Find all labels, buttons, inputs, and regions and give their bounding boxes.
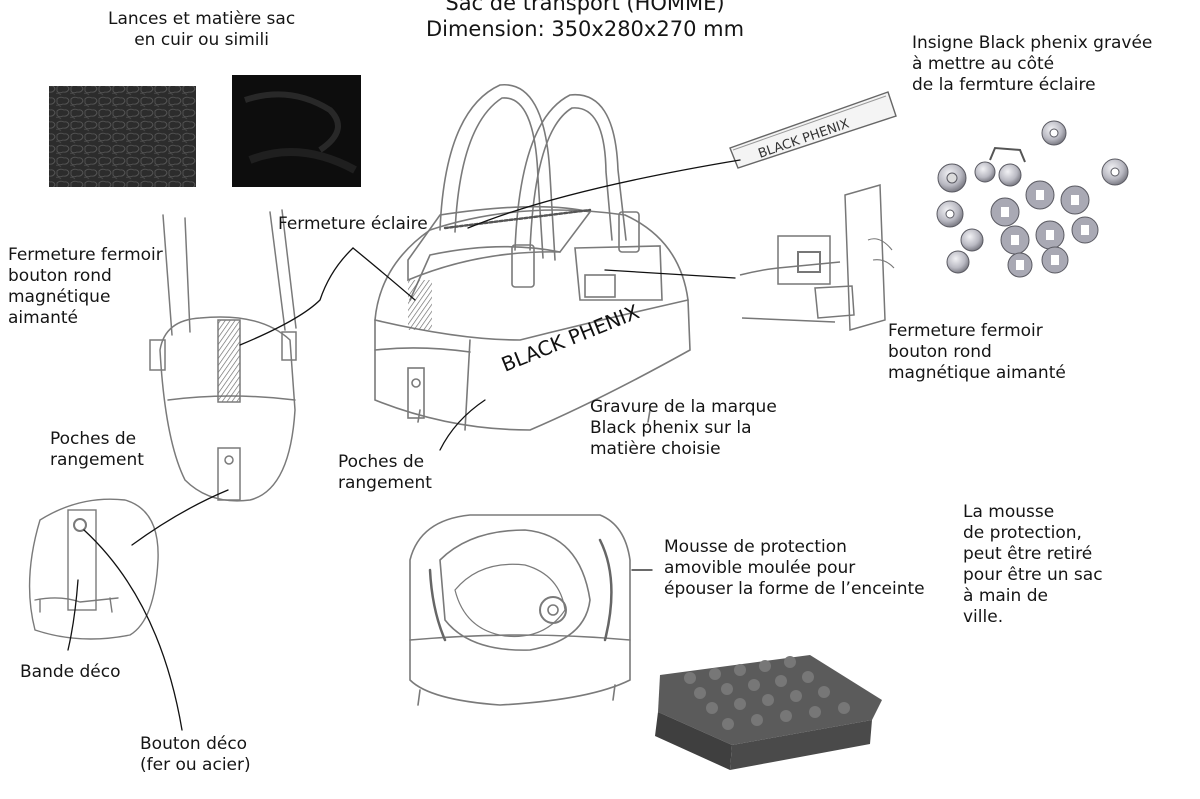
foam-label-line: amovible moulée pour — [664, 558, 856, 578]
engraving-label-line: Black phenix sur la — [590, 418, 752, 438]
deco-button-label-line: Bouton déco — [140, 734, 248, 754]
pockets-left-label-line: Poches de — [50, 429, 137, 449]
clasp-left-label: Fermeture fermoir bouton rond magnétique… — [8, 245, 163, 329]
title-line-2: Dimension: 350x280x270 mm — [425, 17, 745, 41]
pockets-center-label-line: rangement — [338, 473, 432, 493]
foam-insert — [655, 655, 882, 770]
clasp-left-label-line: Fermeture fermoir — [8, 245, 163, 265]
emblem-label-line: à mettre au côté — [912, 54, 1055, 74]
leader-lines — [67, 159, 741, 731]
clasp-closeup-sketch — [739, 184, 895, 331]
magnetic-buttons-photo — [922, 108, 1162, 280]
deco-band-label: Bande déco — [20, 662, 121, 683]
foam-note-line: peut être retiré — [963, 544, 1093, 564]
bag-brand-engraving: BLACK PHENIX — [498, 299, 643, 376]
clasp-left-label-line: bouton rond — [8, 266, 112, 286]
deco-band-sketch — [28, 498, 159, 640]
clasp-left-label-line: aimanté — [8, 308, 79, 328]
leather-swatch-smooth — [232, 75, 361, 187]
pockets-center-label-line: Poches de — [338, 452, 425, 472]
emblem-label-line: de la fermture éclaire — [912, 75, 1096, 95]
deco-button-label-line: (fer ou acier) — [140, 755, 251, 775]
clasp-right-label: Fermeture fermoir bouton rond magnétique… — [888, 321, 1066, 384]
foam-note-line: La mousse — [963, 502, 1055, 522]
engraving-label-line: Gravure de la marque — [590, 397, 777, 417]
title-line-1: Sac de transport (HOMME) — [445, 0, 725, 15]
foam-label: Mousse de protection amovible moulée pou… — [664, 537, 925, 600]
speaker-case-sketch — [409, 514, 631, 706]
deco-button-label: Bouton déco (fer ou acier) — [140, 734, 251, 776]
zipper-label: Fermeture éclaire — [278, 214, 428, 235]
emblem-label: Insigne Black phenix gravée à mettre au … — [912, 33, 1152, 96]
pockets-left-label-line: rangement — [50, 450, 144, 470]
foam-note-line: de protection, — [963, 523, 1082, 543]
foam-note-line: ville. — [963, 607, 1004, 627]
material-label-line: Lances et matière sac — [108, 9, 296, 29]
foam-label-line: épouser la forme de l’enceinte — [664, 579, 925, 599]
material-label: Lances et matière sac en cuir ou simili — [108, 9, 295, 51]
clasp-right-label-line: magnétique aimanté — [888, 363, 1066, 383]
deco-band-label-line: Bande déco — [20, 662, 121, 682]
pockets-left-label: Poches de rangement — [50, 429, 144, 471]
clasp-right-label-line: Fermeture fermoir — [888, 321, 1043, 341]
foam-label-line: Mousse de protection — [664, 537, 847, 557]
foam-note-line: pour être un sac — [963, 565, 1103, 585]
engraving-label-line: matière choisie — [590, 439, 721, 459]
leather-swatch-textured — [49, 86, 196, 187]
side-view-sketch — [149, 209, 297, 502]
main-bag-sketch — [374, 84, 691, 431]
engraving-label: Gravure de la marque Black phenix sur la… — [590, 397, 777, 460]
zipper-label-line: Fermeture éclaire — [278, 214, 428, 234]
clasp-right-label-line: bouton rond — [888, 342, 992, 362]
material-label-line: en cuir ou simili — [134, 30, 269, 50]
pockets-center-label: Poches de rangement — [338, 452, 432, 494]
foam-note-label: La mousse de protection, peut être retir… — [963, 502, 1103, 628]
emblem-label-line: Insigne Black phenix gravée — [912, 33, 1153, 53]
sheet-title: Sac de transport (HOMME) Dimension: 350x… — [400, 0, 770, 42]
clasp-left-label-line: magnétique — [8, 287, 111, 307]
foam-note-line: à main de — [963, 586, 1048, 606]
